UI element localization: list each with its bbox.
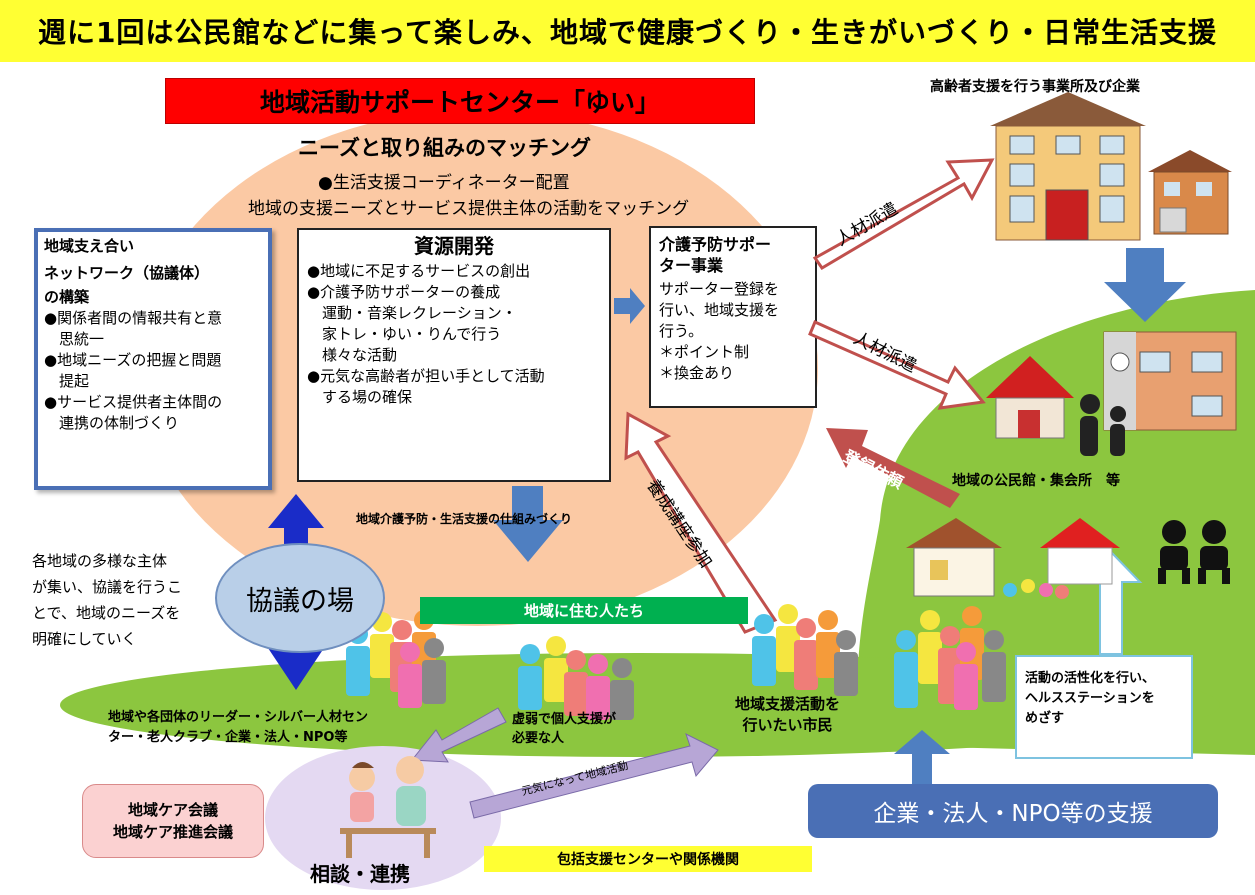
- network-title-3: の構築: [44, 288, 90, 306]
- corp-support-box: 企業・法人・NPO等の支援: [808, 784, 1218, 838]
- care-meeting-box: 地域ケア会議 地域ケア推進会議: [82, 784, 264, 858]
- register-arrow: [826, 428, 960, 508]
- network-item: 連携の体制づくり: [44, 414, 180, 432]
- health-line: 活動の活性化を行い、: [1025, 671, 1156, 686]
- resource-item: ●介護予防サポーターの養成: [307, 283, 501, 301]
- leaders-line: ター・老人クラブ・企業・法人・NPO等: [108, 730, 348, 745]
- network-item: ●サービス提供者主体間の: [44, 393, 223, 411]
- supporter-line: ＊ポイント制: [659, 343, 750, 361]
- residents-label: 地域に住む人たち: [420, 597, 748, 624]
- supporter-box: 介護予防サポー ター事業 サポーター登録を 行い、地域支援を 行う。 ＊ポイント…: [649, 226, 817, 408]
- care-meeting-line: 地域ケア会議: [127, 801, 218, 819]
- genki-arrow: [469, 733, 719, 819]
- people-crowd-icon: [894, 579, 1069, 710]
- people-crowd-icon: [346, 610, 446, 708]
- mechanism-label: 地域介護予防・生活支援の仕組みづくり: [356, 512, 573, 526]
- house-icon: [1040, 518, 1120, 585]
- resource-item: ●地域に不足するサービスの創出: [307, 262, 531, 280]
- building-icon: [990, 92, 1146, 241]
- people-crowd-icon: [752, 604, 858, 696]
- care-meeting-line: 地域ケア推進会議: [112, 823, 233, 841]
- supporter-line: 行い、地域支援を: [659, 301, 780, 319]
- frail-label: 虚弱で個人支援が 必要な人: [512, 710, 616, 748]
- elderly-people-icon: [1080, 394, 1126, 456]
- network-item: ●地域ニーズの把握と問題: [44, 351, 222, 369]
- resource-item: 様々な活動: [307, 346, 398, 364]
- matching-heading: ニーズと取り組みのマッチング: [298, 136, 591, 160]
- hokatsu-label: 包括支援センターや関係機関: [484, 846, 812, 872]
- leaders-line: 地域や各団体のリーダー・シルバー人材セン: [108, 710, 369, 725]
- frail-line: 必要な人: [512, 731, 565, 746]
- council-description: 各地域の多様な主体 が集い、協議を行うこ とで、地域のニーズを 明確にしていく: [32, 548, 182, 652]
- arrow-purple-icon: [411, 707, 507, 763]
- building-icon: [1103, 331, 1237, 431]
- arrow-down-icon: [1104, 248, 1186, 322]
- banner: 週に1回は公民館などに集って楽しみ、地域で健康づくり・生きがいづくり・日常生活支…: [0, 0, 1255, 62]
- community-hall-label: 地域の公民館・集会所 等: [952, 473, 1120, 489]
- house-icon: [986, 356, 1074, 439]
- leaders-label: 地域や各団体のリーダー・シルバー人材セン ター・老人クラブ・企業・法人・NPO等: [108, 708, 368, 748]
- council-label: 協議の場: [215, 543, 385, 653]
- caregiver-icon: [340, 756, 436, 858]
- network-title-1: 地域支え合い: [44, 237, 135, 255]
- supporter-line: サポーター登録を: [659, 280, 780, 298]
- council-desc-line: 各地域の多様な主体: [32, 552, 168, 570]
- house-icon: [1148, 150, 1232, 235]
- supporter-title-2: ター事業: [659, 256, 724, 275]
- resource-item: 運動・音楽レクレーション・: [307, 304, 517, 322]
- supporter-line: ＊換金あり: [659, 364, 735, 382]
- network-item: 思統一: [44, 330, 105, 348]
- resource-box: 資源開発 ●地域に不足するサービスの創出 ●介護予防サポーターの養成 運動・音楽…: [297, 228, 611, 482]
- health-station-box: 活動の活性化を行い、 ヘルスステーションを めざす: [1015, 655, 1193, 759]
- resource-title: 資源開発: [414, 234, 494, 258]
- arrow-down-icon: [493, 486, 563, 562]
- citizens-line: 行いたい市民: [742, 716, 833, 734]
- consult-area: [265, 746, 501, 890]
- dispatch-arrow-1: [812, 158, 995, 270]
- council-desc-line: が集い、協議を行うこ: [32, 578, 183, 596]
- house-icon: [906, 518, 1002, 597]
- consult-label: 相談・連携: [310, 862, 410, 886]
- council-desc-line: とで、地域のニーズを: [32, 604, 181, 622]
- arrow-right-icon: [614, 288, 645, 324]
- matching-line1: ●生活支援コーディネーター配置: [318, 173, 570, 193]
- citizens-line: 地域支援活動を: [735, 695, 841, 713]
- health-line: めざす: [1025, 711, 1065, 726]
- sitting-people-icon: [1158, 520, 1230, 584]
- network-box: 地域支え合い ネットワーク（協議体） の構築 ●関係者間の情報共有と意 思統一 …: [34, 228, 272, 490]
- center-title: 地域活動サポートセンター「ゆい」: [165, 78, 755, 124]
- dispatch-arrow-2: [808, 319, 986, 410]
- resource-item: する場の確保: [307, 388, 413, 406]
- supporter-title-1: 介護予防サポー: [659, 235, 772, 254]
- frail-line: 虚弱で個人支援が: [512, 712, 617, 727]
- council-desc-line: 明確にしていく: [32, 630, 137, 648]
- health-line: ヘルスステーションを: [1025, 691, 1155, 706]
- resource-item: 家トレ・ゆい・りんで行う: [307, 325, 502, 343]
- network-item: ●関係者間の情報共有と意: [44, 309, 223, 327]
- resource-item: ●元気な高齢者が担い手として活動: [307, 367, 545, 385]
- supporter-line: 行う。: [659, 322, 704, 340]
- network-title-2: ネットワーク（協議体）: [44, 264, 210, 282]
- people-crowd-icon: [518, 636, 634, 720]
- network-item: 提起: [44, 372, 90, 390]
- companies-label: 高齢者支援を行う事業所及び企業: [930, 79, 1140, 95]
- citizens-label: 地域支援活動を 行いたい市民: [735, 694, 840, 736]
- arrow-up-icon: [894, 730, 950, 790]
- matching-line2: 地域の支援ニーズとサービス提供主体の活動をマッチング: [248, 199, 690, 219]
